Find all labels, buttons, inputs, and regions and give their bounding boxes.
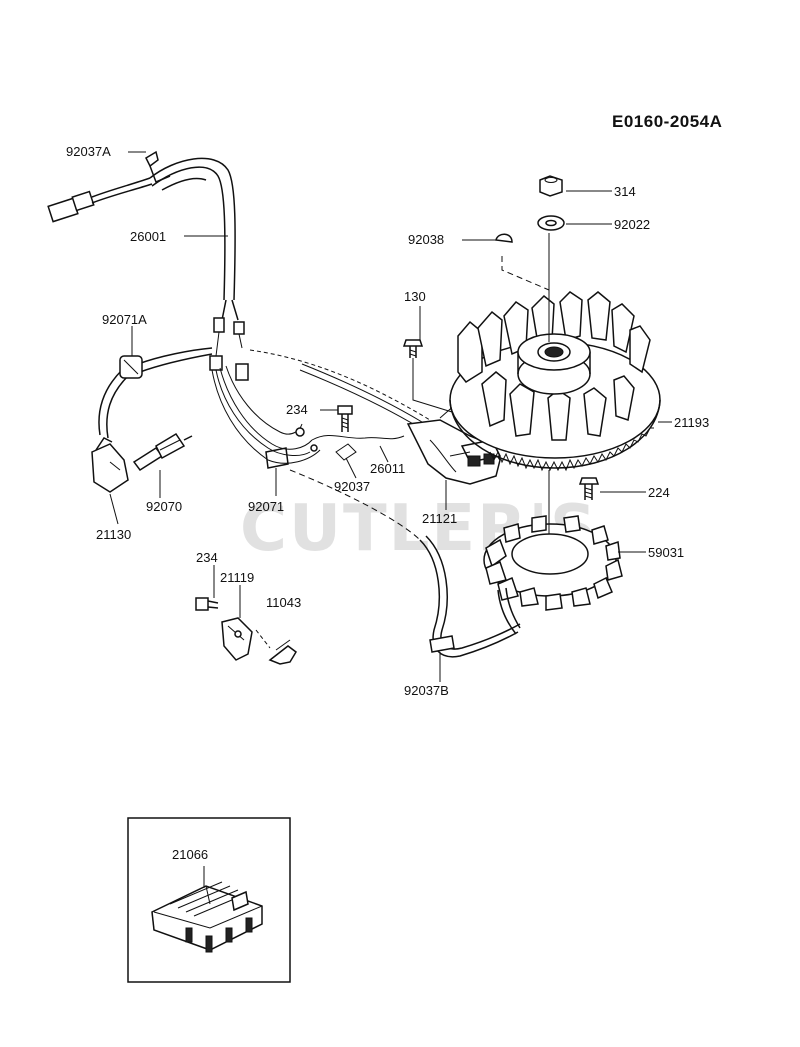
part-label-11043: 11043 xyxy=(266,595,302,610)
part-label-21121: 21121 xyxy=(422,511,458,526)
regulator-box-drawing xyxy=(127,817,291,983)
part-label-21119: 21119 xyxy=(220,570,255,585)
part-label-21193: 21193 xyxy=(674,415,710,430)
part-label-314: 314 xyxy=(614,184,636,199)
part-label-234-upper: 234 xyxy=(286,402,308,417)
part-label-92070: 92070 xyxy=(146,499,183,514)
wire-harness-26001-drawing xyxy=(47,150,431,541)
ignition-coil-drawing xyxy=(299,339,502,485)
diode-bracket-drawing xyxy=(195,565,297,665)
stator-drawing xyxy=(419,470,623,658)
part-label-92071A: 92071A xyxy=(102,312,147,327)
diagram-code: E0160-2054A xyxy=(612,112,723,131)
part-label-92071: 92071 xyxy=(248,499,285,514)
leader-lines xyxy=(109,151,672,682)
part-label-92038: 92038 xyxy=(408,232,445,247)
part-label-234-lower: 234 xyxy=(196,550,218,565)
part-label-21130: 21130 xyxy=(96,527,132,542)
part-label-26011: 26011 xyxy=(370,461,406,476)
part-label-92037A: 92037A xyxy=(66,144,111,159)
part-label-92037B: 92037B xyxy=(404,683,449,698)
part-label-59031: 59031 xyxy=(648,545,685,560)
part-label-26001: 26001 xyxy=(130,229,167,244)
part-label-21066: 21066 xyxy=(172,847,209,862)
part-label-130: 130 xyxy=(404,289,426,304)
part-label-224: 224 xyxy=(648,485,670,500)
spark-plug-drawing xyxy=(91,347,213,493)
flywheel-drawing xyxy=(449,175,661,500)
part-label-92037: 92037 xyxy=(334,479,371,494)
part-label-92022: 92022 xyxy=(614,217,651,232)
